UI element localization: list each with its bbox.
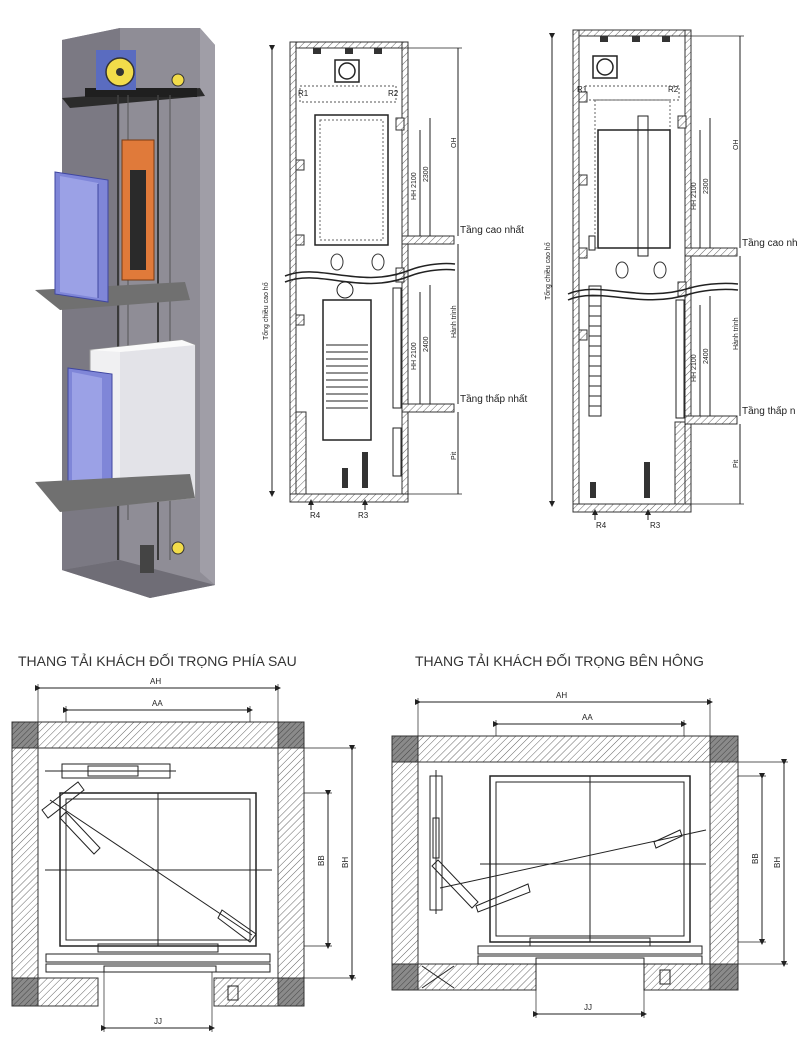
dim-bottom-label: 2400 — [703, 348, 710, 364]
r3-label: R3 — [650, 521, 661, 530]
total-height-label: Tổng chiều cao hố — [261, 282, 270, 340]
dim-top-label: 2300 — [703, 178, 710, 194]
r2-label: R2 — [668, 85, 679, 94]
hh-bottom-label: HH 2100 — [691, 354, 698, 382]
bh-label: BH — [341, 857, 350, 868]
hh-top-label: HH 2100 — [411, 172, 418, 200]
section-view-left: R1 R2 R3 R4 Tổng chiều cao hố HH 2100 23… — [261, 41, 527, 520]
r2-label: R2 — [388, 89, 399, 98]
r4-label: R4 — [596, 521, 607, 530]
plan-view-rear: AH AA BB BH JJ — [11, 677, 356, 1032]
oh-label: OH — [451, 138, 458, 149]
r3-label: R3 — [358, 511, 369, 520]
jj-label: JJ — [154, 1017, 162, 1026]
bottom-floor-label: Tầng thấp nhất — [460, 393, 527, 405]
plan-rear-caption: THANG TẢI KHÁCH ĐỐI TRỌNG PHÍA SAU — [18, 652, 297, 669]
section-view-right: R1 R2 R3 R4 Tổng chiều cao hố HH 2100 23… — [543, 29, 798, 530]
oh-label: OH — [733, 140, 740, 151]
ah-label: AH — [150, 677, 161, 686]
travel-label: Hành trình — [733, 317, 740, 350]
bottom-floor-label: Tầng thấp n — [742, 405, 795, 417]
bb-label: BB — [751, 853, 760, 864]
elevator-3d-illustration — [35, 28, 215, 598]
hh-bottom-label: HH 2100 — [411, 342, 418, 370]
bh-label: BH — [773, 857, 782, 868]
machine-icon — [334, 59, 360, 83]
r1-label: R1 — [298, 89, 309, 98]
dim-bottom-label: 2400 — [423, 336, 430, 352]
travel-label: Hành trình — [451, 305, 458, 338]
ah-label: AH — [556, 691, 567, 700]
r1-label: R1 — [577, 85, 588, 94]
r4-label: R4 — [310, 511, 321, 520]
jj-label: JJ — [584, 1003, 592, 1012]
top-floor-label: Tầng cao nhất — [460, 224, 524, 236]
hh-top-label: HH 2100 — [691, 182, 698, 210]
bb-label: BB — [317, 855, 326, 866]
pit-label: Pit — [733, 460, 740, 468]
plan-view-side: AH AA BB BH JJ — [391, 691, 788, 1018]
pit-label: Pit — [451, 452, 458, 460]
machine-icon — [592, 55, 618, 79]
dim-top-label: 2300 — [423, 166, 430, 182]
top-floor-label: Tầng cao nh — [742, 237, 798, 249]
aa-label: AA — [152, 699, 163, 708]
plan-side-caption: THANG TẢI KHÁCH ĐỐI TRỌNG BÊN HÔNG — [415, 652, 704, 669]
total-height-label: Tổng chiều cao hố — [543, 242, 552, 300]
aa-label: AA — [582, 713, 593, 722]
